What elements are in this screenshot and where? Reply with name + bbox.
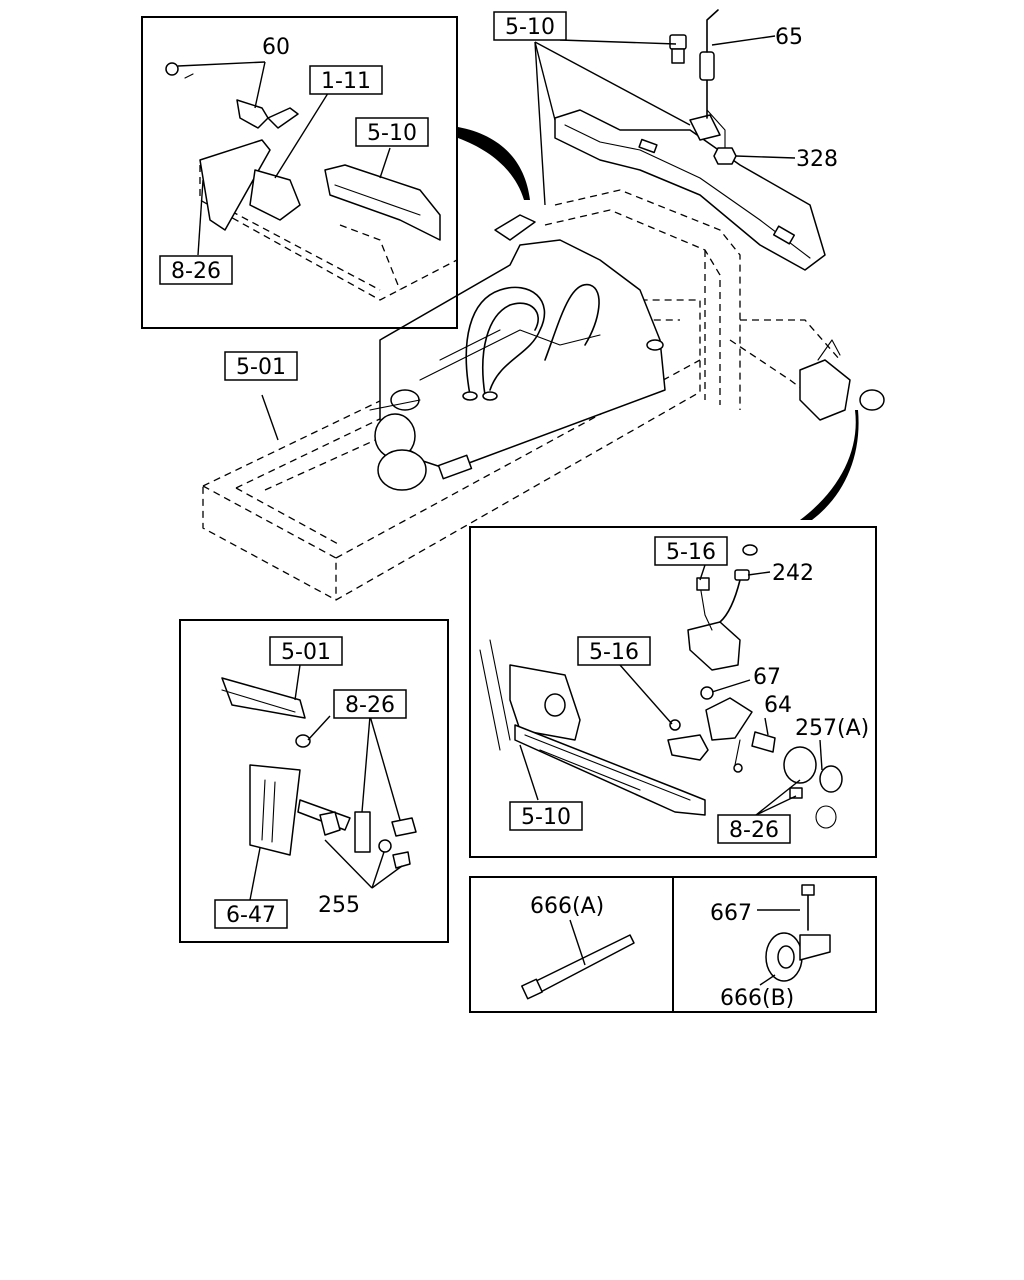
part-label-667: 667 (710, 901, 752, 926)
pointer-arc-top-left (458, 127, 530, 200)
svg-text:8-26: 8-26 (345, 693, 395, 718)
pointer-arc-right (800, 410, 859, 520)
svg-text:1-11: 1-11 (321, 69, 371, 94)
svg-text:5-16: 5-16 (666, 540, 716, 565)
cross-member-top (554, 9, 826, 271)
part-label-64: 64 (764, 693, 792, 718)
ref-8-26-right: 8-26 (717, 814, 791, 844)
part-label-666b: 666(B) (720, 986, 794, 1011)
svg-text:5-01: 5-01 (281, 640, 331, 665)
ref-5-01-main: 5-01 (224, 351, 298, 381)
part-label-257a: 257(A) (795, 716, 869, 741)
ref-1-11: 1-11 (309, 65, 383, 95)
ref-8-26-bottom-left: 8-26 (333, 689, 407, 719)
inset-bottom-left (179, 619, 449, 943)
inset-top-left (141, 16, 458, 329)
inset-clamps (469, 876, 877, 1013)
ref-5-16-lower: 5-16 (577, 636, 651, 666)
svg-text:5-16: 5-16 (589, 640, 639, 665)
part-label-328: 328 (796, 147, 838, 172)
svg-text:5-10: 5-10 (505, 15, 555, 40)
svg-text:6-47: 6-47 (226, 903, 276, 928)
part-label-67: 67 (753, 665, 781, 690)
ref-5-10-inset: 5-10 (355, 117, 429, 147)
main-frame-assembly (202, 189, 885, 601)
svg-text:8-26: 8-26 (171, 259, 221, 284)
ref-5-10-top: 5-10 (493, 11, 567, 41)
part-label-666a: 666(A) (530, 894, 604, 919)
part-label-60: 60 (262, 35, 290, 60)
ref-8-26-top-left: 8-26 (159, 255, 233, 285)
svg-text:5-10: 5-10 (521, 805, 571, 830)
leader-lines (177, 35, 823, 986)
part-label-242: 242 (772, 561, 814, 586)
inset-right (469, 526, 877, 858)
ref-6-47: 6-47 (214, 899, 288, 929)
svg-text:5-01: 5-01 (236, 355, 286, 380)
svg-text:5-10: 5-10 (367, 121, 417, 146)
ref-5-01-inset: 5-01 (269, 636, 343, 666)
svg-text:8-26: 8-26 (729, 818, 779, 843)
ref-5-16-upper: 5-16 (654, 536, 728, 566)
ref-5-10-right: 5-10 (509, 801, 583, 831)
part-label-65: 65 (775, 25, 803, 50)
part-label-255: 255 (318, 893, 360, 918)
